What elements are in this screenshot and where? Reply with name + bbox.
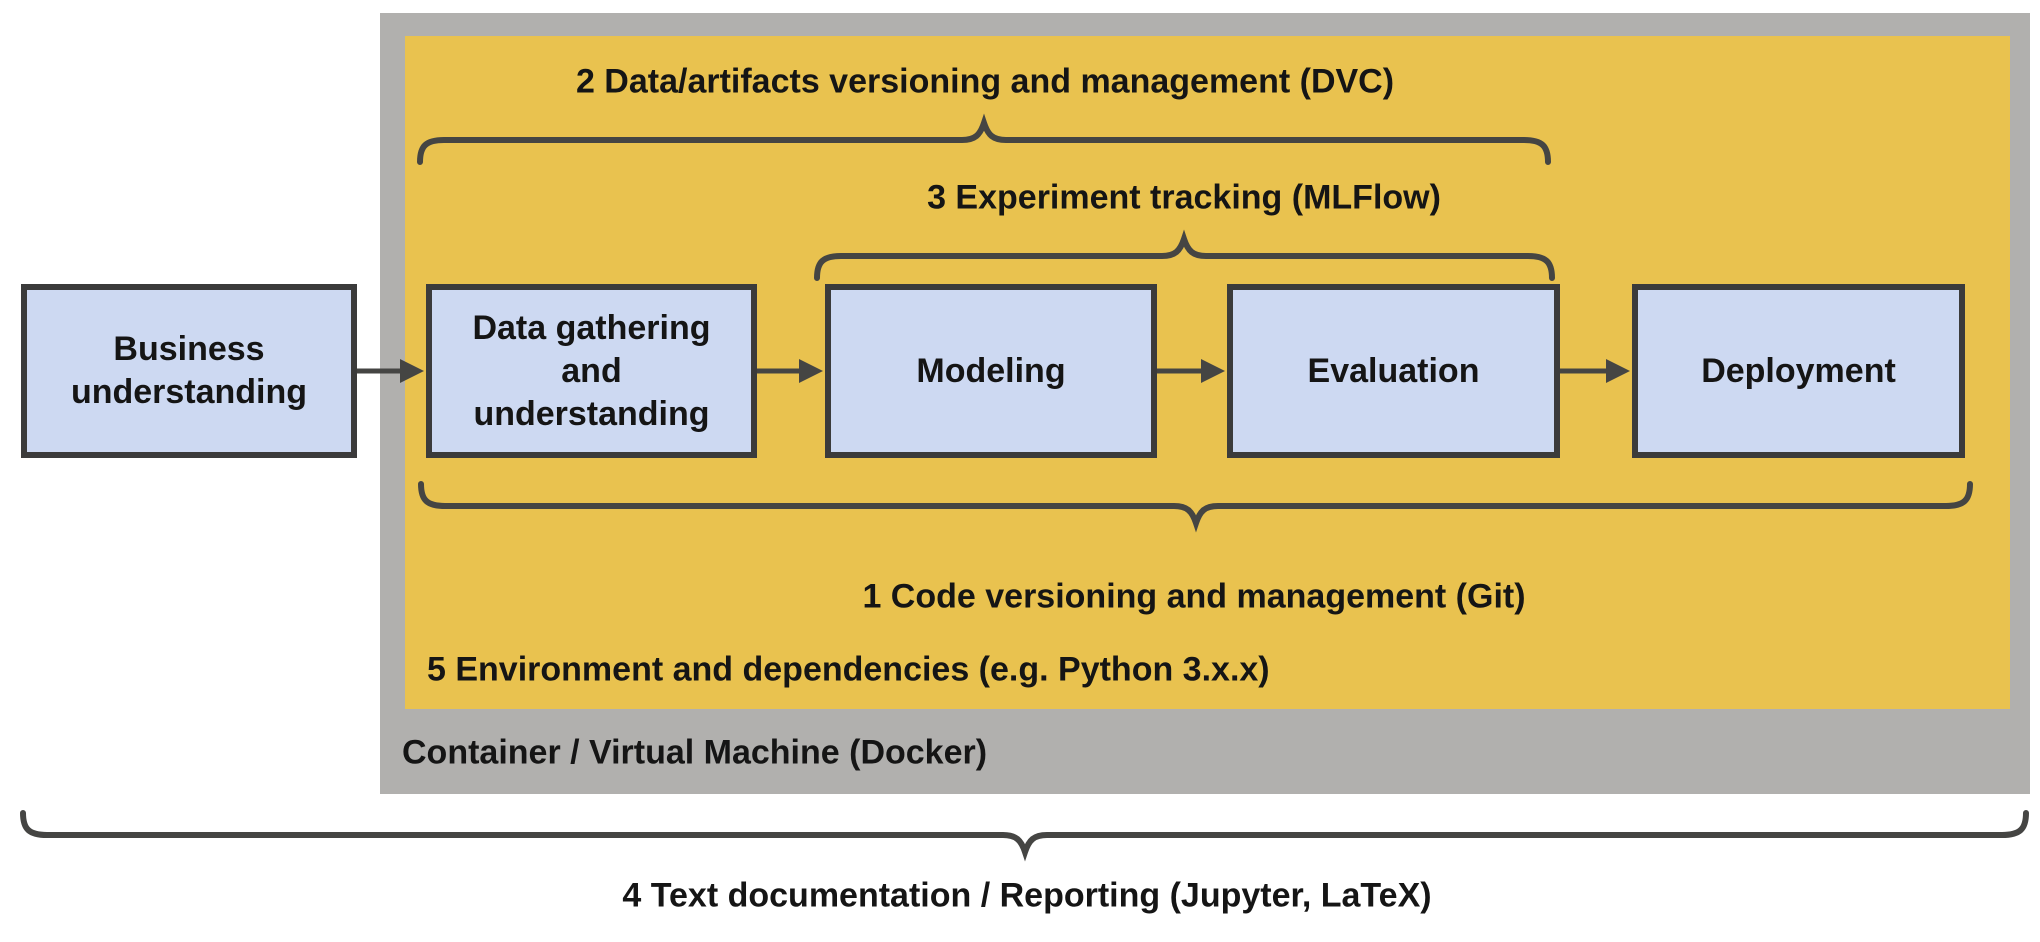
flow-arrow xyxy=(757,359,823,383)
stage-label: Business understanding xyxy=(70,330,308,411)
label-experiment-tracking: 3 Experiment tracking (MLFlow) xyxy=(927,178,1441,217)
label-environment: 5 Environment and dependencies (e.g. Pyt… xyxy=(427,650,1270,689)
label-documentation: 4 Text documentation / Reporting (Jupyte… xyxy=(622,876,1432,915)
stage-evaluation: Evaluation xyxy=(1227,284,1560,458)
brace-data-versioning xyxy=(417,113,1551,165)
label-code-versioning: 1 Code versioning and management (Git) xyxy=(862,577,1526,616)
stage-label: Modeling xyxy=(916,351,1066,390)
stage-modeling: Modeling xyxy=(825,284,1157,458)
flow-arrow xyxy=(1157,359,1225,383)
stage-label: Deployment xyxy=(1701,351,1896,390)
stage-data-gathering: Data gathering and understanding xyxy=(426,284,757,458)
stage-business-understanding: Business understanding xyxy=(21,284,357,458)
stage-label: Evaluation xyxy=(1307,351,1480,390)
brace-documentation xyxy=(20,810,2029,862)
stage-deployment: Deployment xyxy=(1632,284,1965,458)
stage-label: Data gathering and understanding xyxy=(472,308,711,433)
brace-code-versioning xyxy=(418,481,1973,533)
brace-experiment-tracking xyxy=(814,229,1555,281)
flow-arrow xyxy=(357,359,424,383)
flow-arrow xyxy=(1560,359,1630,383)
label-docker-container: Container / Virtual Machine (Docker) xyxy=(402,733,988,772)
label-data-versioning: 2 Data/artifacts versioning and manageme… xyxy=(575,62,1395,101)
